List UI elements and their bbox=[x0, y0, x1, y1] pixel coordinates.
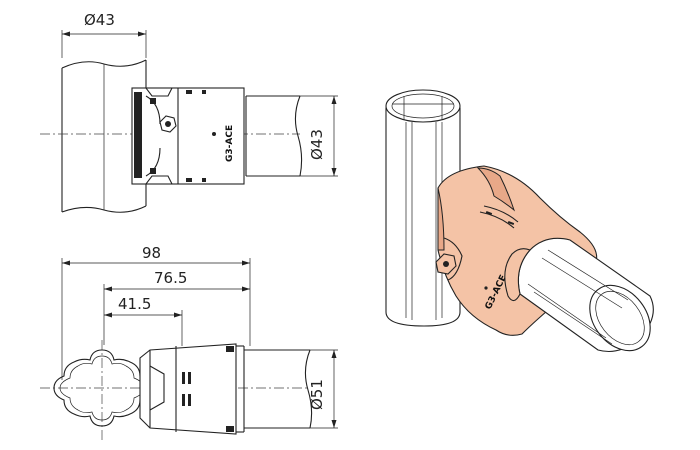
dim-branch-diameter-bottom-label: Ø51 bbox=[308, 379, 326, 410]
dim-branch-diameter-label: Ø43 bbox=[308, 129, 326, 160]
fitting-body-top: G3-ACE bbox=[131, 87, 247, 185]
top-view: Ø43 bbox=[40, 11, 338, 213]
branch-tube-top bbox=[246, 95, 303, 177]
dim-short-label: 41.5 bbox=[118, 295, 151, 313]
dim-short: 41.5 bbox=[104, 295, 183, 346]
dim-branch-diameter: Ø43 bbox=[300, 95, 338, 177]
iso-branch-tube bbox=[504, 237, 654, 353]
isometric-view: G3-ACE bbox=[385, 89, 654, 353]
dim-middle-label: 76.5 bbox=[154, 269, 187, 287]
fitting-body-bottom bbox=[139, 343, 245, 435]
branch-tube-bottom bbox=[244, 349, 313, 429]
dim-branch-diameter-bottom: Ø51 bbox=[308, 349, 338, 429]
dim-overall-label: 98 bbox=[142, 244, 161, 262]
dim-overall: 98 bbox=[61, 244, 251, 380]
bottom-view: 98 76.5 41.5 bbox=[40, 244, 338, 440]
dim-middle: 76.5 bbox=[103, 269, 250, 345]
dim-tube-diameter-label: Ø43 bbox=[84, 11, 115, 29]
dim-tube-diameter: Ø43 bbox=[61, 11, 147, 58]
tube-profile-section bbox=[53, 349, 151, 427]
part-mark-top: G3-ACE bbox=[225, 125, 235, 162]
